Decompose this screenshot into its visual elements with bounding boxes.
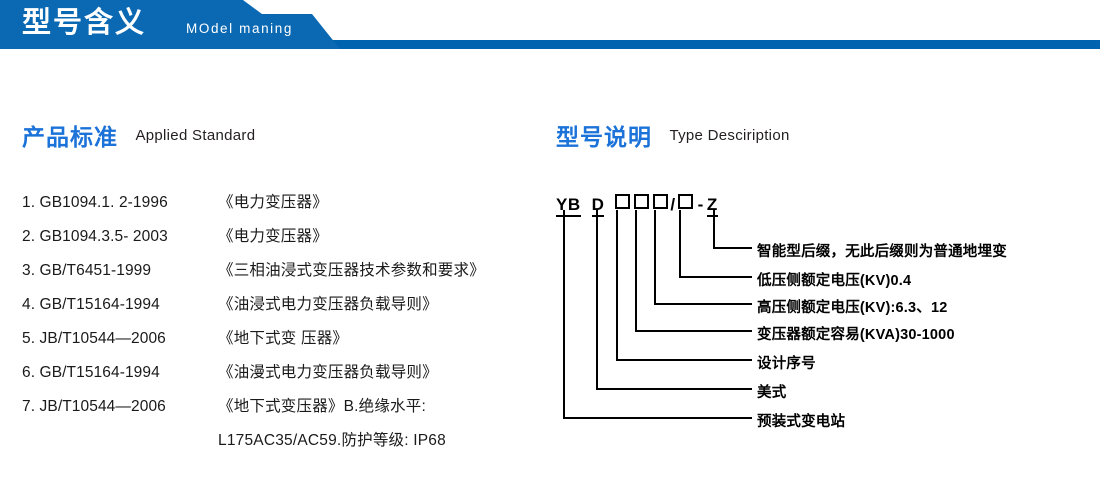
leader-line-7 bbox=[563, 210, 752, 419]
standard-name: 《油漫式电力变压器负载导则》 bbox=[218, 364, 438, 381]
model-code-segment-d: D bbox=[591, 195, 605, 217]
standard-code: 3. GB/T6451-1999 bbox=[22, 262, 152, 279]
leader-line-6 bbox=[596, 210, 752, 390]
standard-list-item: 5. JB/T10544—2006 《地下式变 压器》 bbox=[22, 326, 542, 360]
page-header-banner: 型号含义 MOdel maning bbox=[0, 0, 1100, 56]
standard-list-item: 4. GB/T15164-1994 《油浸式电力变压器负载导则》 bbox=[22, 292, 542, 326]
standard-name: 《油浸式电力变压器负载导则》 bbox=[218, 296, 438, 313]
header-title-cn: 型号含义 bbox=[22, 7, 147, 39]
standard-name: 《地下式变压器》B.绝缘水平: bbox=[218, 398, 426, 415]
type-label-smart-suffix: 智能型后缀，无此后缀则为普通地埋变 bbox=[757, 244, 1007, 260]
header-title-en: MOdel maning bbox=[186, 21, 293, 36]
type-label-design-serial: 设计序号 bbox=[757, 356, 816, 372]
section-heading-applied-standard: 产品标准 Applied Standard bbox=[22, 118, 255, 152]
section-heading-type-description-en: Type Desciription bbox=[669, 126, 790, 144]
leader-line-5 bbox=[616, 210, 752, 361]
type-label-lv-rated-voltage: 低压侧额定电压(KV)0.4 bbox=[757, 273, 912, 289]
type-label-american-style: 美式 bbox=[757, 385, 787, 401]
standard-continuation-spacer bbox=[22, 428, 218, 462]
leader-line-2 bbox=[679, 210, 752, 278]
applied-standards-list: 1. GB1094.1. 2-1996 《电力变压器》 2. GB1094.3.… bbox=[22, 190, 542, 462]
standard-list-item: 6. GB/T15164-1994 《油漫式电力变压器负载导则》 bbox=[22, 360, 542, 394]
model-code-box-2 bbox=[634, 194, 650, 209]
standard-name: 《三相油浸式变压器技术参数和要求》 bbox=[218, 262, 485, 279]
leader-line-4 bbox=[635, 210, 752, 332]
model-code-slash: / bbox=[670, 195, 676, 214]
type-label-prefab-substation: 预装式变电站 bbox=[757, 414, 846, 430]
standard-list-item: 7. JB/T10544—2006 《地下式变压器》B.绝缘水平: bbox=[22, 394, 542, 428]
model-code-dash: - bbox=[697, 195, 704, 214]
standard-list-item: 2. GB1094.3.5- 2003 《电力变压器》 bbox=[22, 224, 542, 258]
type-label-rated-capacity: 变压器额定容易(KVA)30-1000 bbox=[757, 327, 955, 343]
model-code-box-4 bbox=[677, 194, 693, 209]
model-code-box-1 bbox=[615, 194, 631, 209]
standard-code: 2. GB1094.3.5- 2003 bbox=[22, 228, 168, 245]
standard-list-item: 1. GB1094.1. 2-1996 《电力变压器》 bbox=[22, 190, 542, 224]
standard-name: 《电力变压器》 bbox=[218, 194, 328, 211]
leader-line-3 bbox=[654, 210, 752, 305]
standard-list-item: 3. GB/T6451-1999 《三相油浸式变压器技术参数和要求》 bbox=[22, 258, 542, 292]
model-code-segment-z: Z bbox=[706, 195, 718, 217]
standard-continuation-row: L175AC35/AC59.防护等级: IP68 bbox=[22, 428, 542, 462]
section-heading-type-description: 型号说明 Type Desciription bbox=[556, 118, 790, 152]
standard-code: 5. JB/T10544—2006 bbox=[22, 330, 166, 347]
standard-code: 4. GB/T15164-1994 bbox=[22, 296, 160, 313]
model-code-box-3 bbox=[653, 194, 669, 209]
model-code-row: YB D / -Z bbox=[556, 194, 718, 217]
type-label-hv-rated-voltage: 高压侧额定电压(KV):6.3、12 bbox=[757, 300, 948, 316]
standard-name: 《地下式变 压器》 bbox=[218, 330, 349, 347]
standard-code: 7. JB/T10544—2006 bbox=[22, 398, 166, 415]
standard-name: 《电力变压器》 bbox=[218, 228, 328, 245]
leader-line-1 bbox=[713, 210, 752, 249]
standard-code: 6. GB/T15164-1994 bbox=[22, 364, 160, 381]
model-code-segment-yb: YB bbox=[556, 195, 581, 217]
standard-continuation-text: L175AC35/AC59.防护等级: IP68 bbox=[218, 432, 446, 449]
section-heading-applied-standard-cn: 产品标准 bbox=[22, 124, 118, 150]
header-rule bbox=[0, 40, 1100, 49]
section-heading-type-description-cn: 型号说明 bbox=[556, 124, 652, 150]
section-heading-applied-standard-en: Applied Standard bbox=[135, 126, 256, 144]
standard-code: 1. GB1094.1. 2-1996 bbox=[22, 194, 168, 211]
